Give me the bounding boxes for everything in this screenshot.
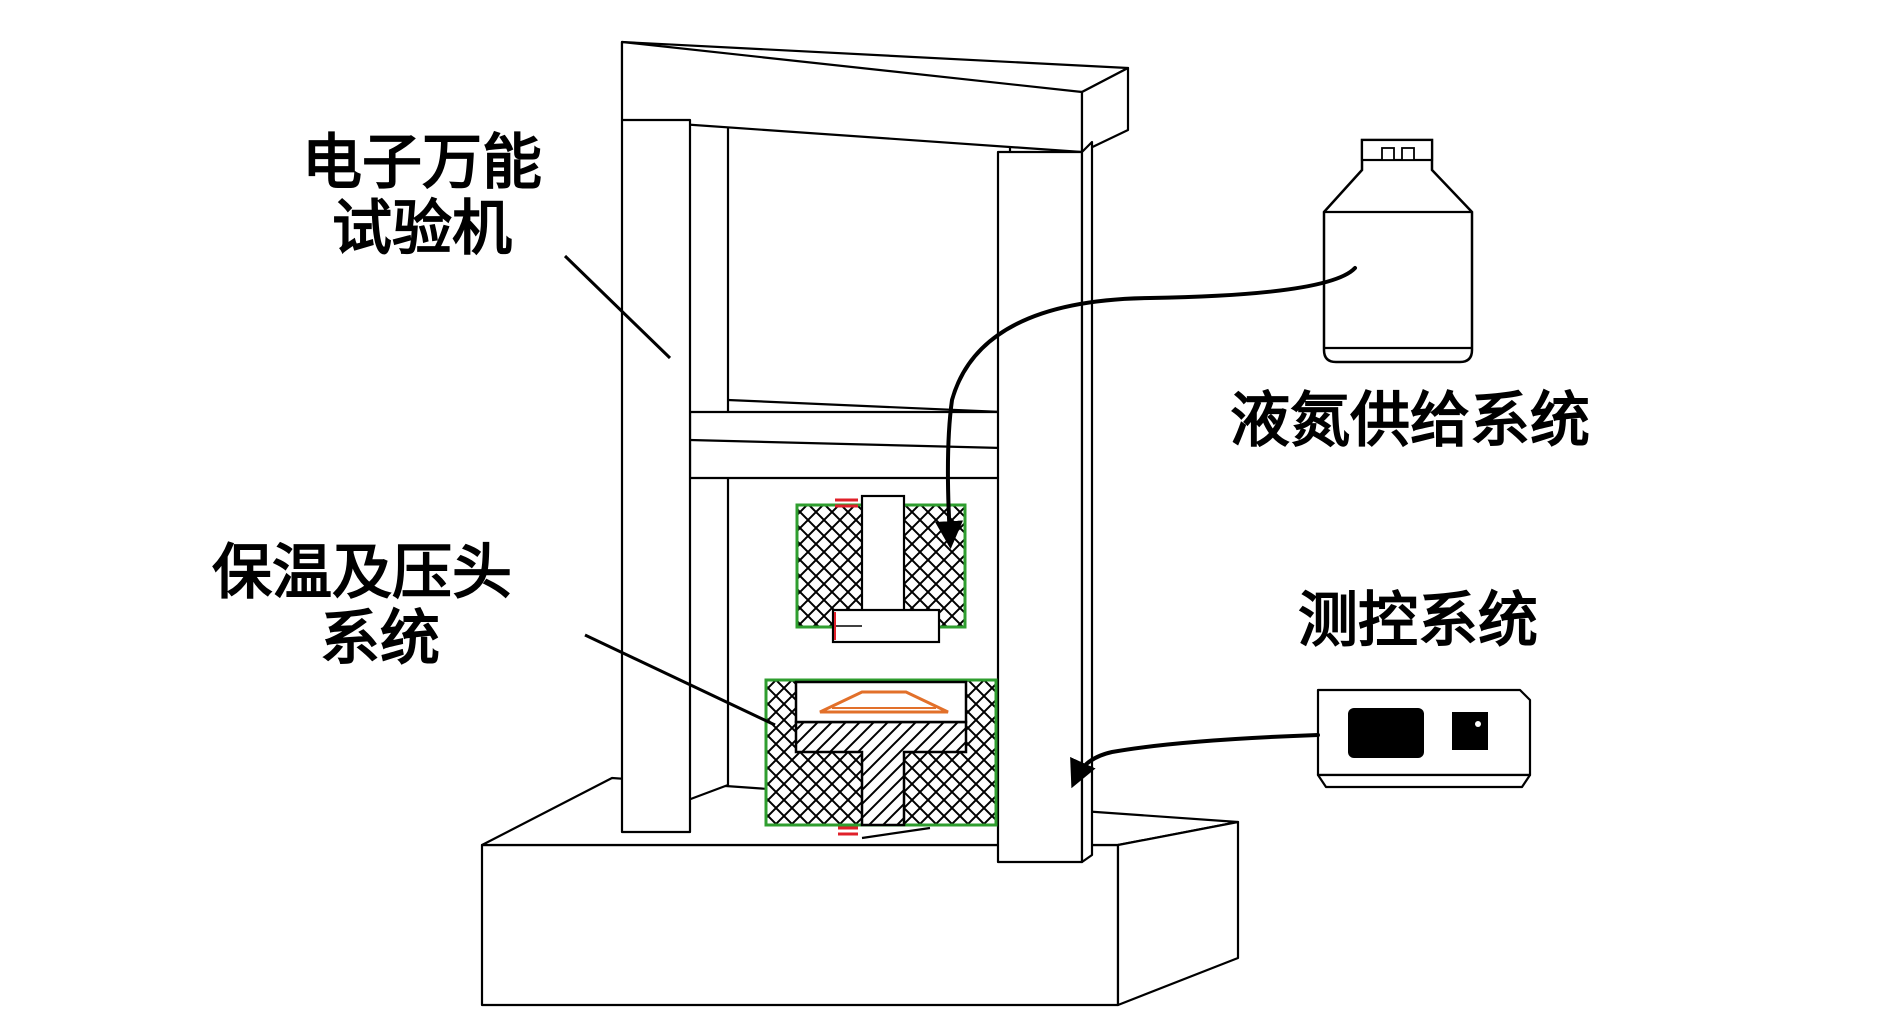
upper-insulation-assembly	[795, 494, 967, 644]
label-insulation-and-indenter-system: 保温及压头 系统	[212, 540, 512, 672]
lower-marker-icon	[838, 826, 858, 836]
label-machine-line-1: 电子万能	[302, 128, 542, 198]
control-unit	[1316, 688, 1532, 789]
label-machine-line-2: 试验机	[332, 194, 512, 264]
label-insulation-line-1: 保温及压头	[212, 538, 512, 608]
control-display-screen	[1348, 708, 1424, 758]
machine-left-column	[620, 118, 692, 834]
control-button	[1452, 712, 1488, 750]
label-measurement-control-system: 测控系统	[1298, 588, 1538, 654]
machine-top-crossbeam	[620, 40, 1130, 154]
label-control-text: 测控系统	[1298, 586, 1538, 656]
lower-insulation-assembly	[764, 678, 998, 840]
machine-leader-line	[563, 254, 672, 360]
label-universal-testing-machine: 电子万能 试验机	[302, 130, 542, 262]
label-insulation-line-2: 系统	[320, 604, 440, 674]
machine-right-column	[996, 140, 1094, 864]
upper-marker-icon	[834, 498, 858, 640]
machine-middle-crossbeam	[688, 398, 1004, 480]
label-ln2-text: 液氮供给系统	[1230, 386, 1590, 456]
ln2-bottle	[1322, 138, 1474, 364]
control-signal-cable	[1070, 733, 1320, 789]
insulation-leader-line	[584, 633, 776, 727]
sample-icon	[819, 690, 949, 714]
label-ln2-supply-system: 液氮供给系统	[1230, 388, 1590, 454]
ln2-supply-hose	[935, 266, 1357, 550]
